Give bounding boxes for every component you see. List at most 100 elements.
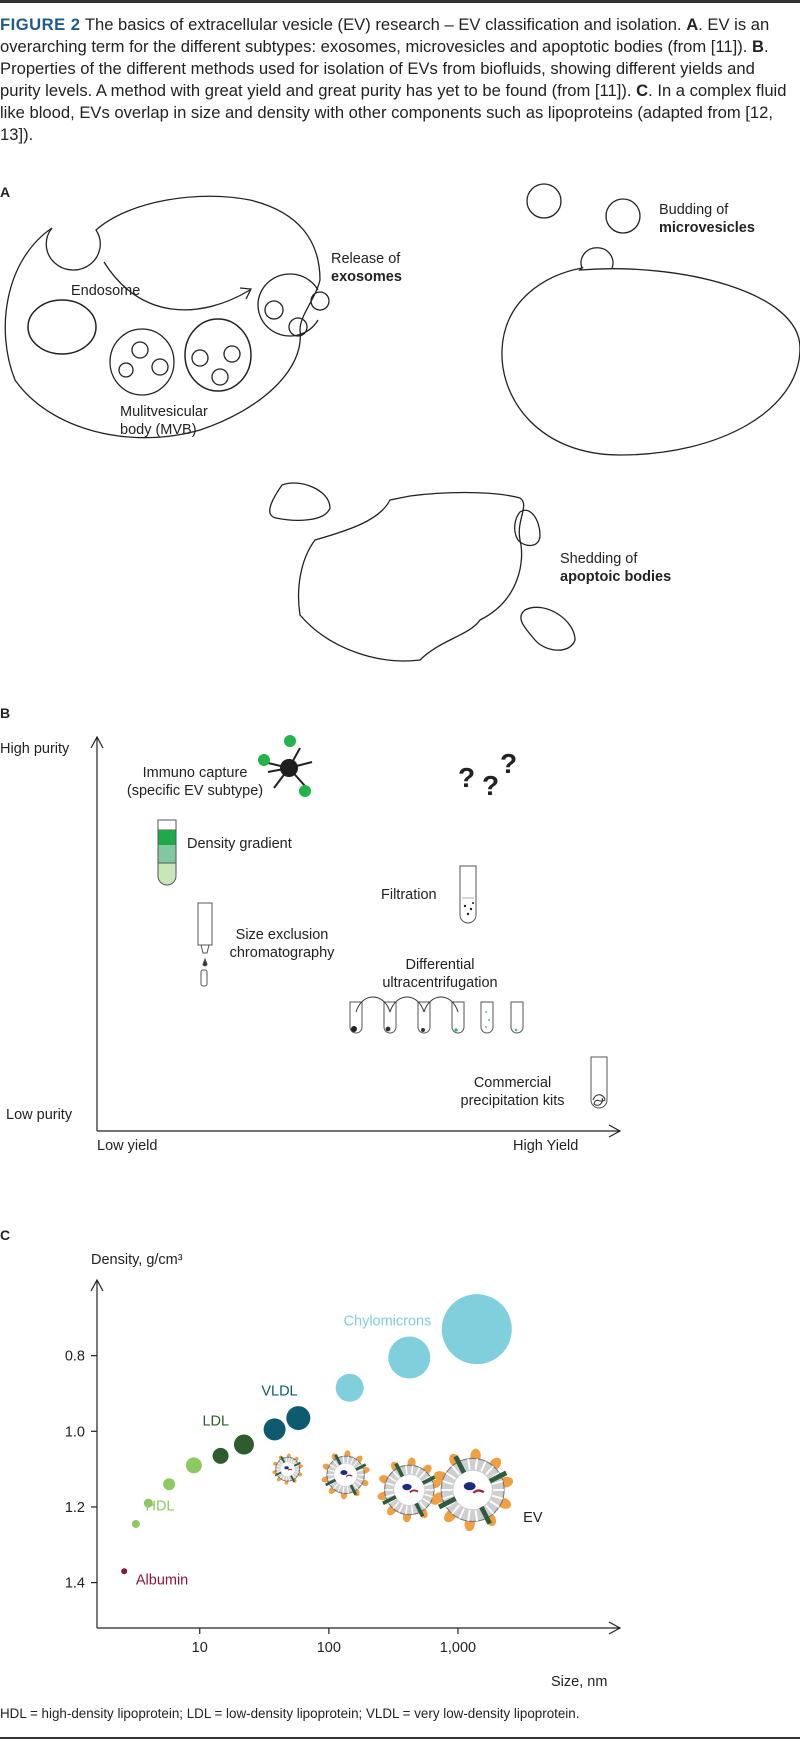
- x-tick-label: 1,000: [440, 1640, 476, 1656]
- ev-membrane-lipid: [415, 1467, 421, 1476]
- y-tick-label: 1.2: [65, 1500, 85, 1516]
- series-label-vldl: VLDL: [261, 1383, 297, 1399]
- ev-membrane-lipid: [357, 1477, 364, 1481]
- ev-membrane-lipid: [491, 1480, 504, 1486]
- sec-label-line1: Size exclusion: [235, 927, 329, 943]
- ev-membrane-lipid: [346, 1456, 349, 1463]
- panel-a-letter: A: [0, 184, 11, 200]
- ev-membrane-lipid: [467, 1509, 471, 1522]
- ev-membrane-lipid: [288, 1476, 290, 1481]
- ev-membrane-lipid: [458, 1508, 466, 1519]
- ev-rna: [287, 1468, 293, 1471]
- figure-caption: FIGURE 2 The basics of extracellular ves…: [0, 14, 798, 146]
- ev-transmembrane-protein: [325, 1478, 337, 1487]
- ev-transmembrane-protein: [280, 1455, 286, 1464]
- ev-transmembrane-protein: [453, 1455, 467, 1475]
- ev-membrane-lipid: [424, 1493, 434, 1498]
- ev-membrane-lipid: [410, 1465, 414, 1475]
- x-axis-arrow: [608, 1621, 622, 1635]
- y-axis-arrow: [90, 1278, 104, 1292]
- ev-transmembrane-protein: [293, 1461, 301, 1467]
- ev-transmembrane-protein: [354, 1463, 367, 1472]
- ev-membrane-lipid: [480, 1460, 487, 1472]
- ev-membrane-lipid: [279, 1474, 283, 1479]
- caption-b-letter: B: [752, 37, 764, 56]
- chart-point-hdl: [131, 1519, 140, 1528]
- ev-membrane-lipid: [485, 1465, 494, 1476]
- ev-membrane-lipid: [353, 1460, 359, 1467]
- ev-membrane-lipid: [422, 1497, 431, 1504]
- ev-membrane-lipid: [398, 1504, 404, 1513]
- commercial-kits-label-line2: precipitation kits: [460, 1093, 565, 1109]
- filtration-tube: [459, 865, 477, 924]
- footnote: HDL = high-density lipoprotein; LDL = lo…: [0, 1706, 580, 1721]
- fusing-mvb: [257, 273, 319, 337]
- ultracentrifugation-tubes: [349, 996, 524, 1034]
- microvesicle: [605, 198, 641, 234]
- release-label-line1: Release of: [331, 251, 401, 267]
- budding-label-line1: Budding of: [659, 202, 729, 218]
- question-mark: ?: [500, 748, 518, 779]
- ev-membrane-lipid: [491, 1494, 504, 1500]
- ev-membrane-lipid: [357, 1469, 364, 1472]
- bud: [580, 247, 614, 269]
- ev-membrane-lipid: [385, 1482, 395, 1487]
- density-gradient-tube: [157, 819, 177, 886]
- low-purity-label: Low purity: [6, 1107, 73, 1123]
- ev-membrane-lipid: [294, 1470, 300, 1473]
- series-label-ev: EV: [523, 1510, 543, 1526]
- ev-lumen: [280, 1461, 295, 1477]
- ev-membrane-lipid: [276, 1470, 281, 1473]
- ev-membrane-lipid: [285, 1457, 287, 1462]
- ev-lumen: [453, 1470, 492, 1510]
- ev-membrane-lipid: [392, 1501, 400, 1510]
- ev-membrane-lipid: [333, 1460, 339, 1467]
- ev-membrane-lipid: [388, 1475, 397, 1482]
- ev-transmembrane-protein: [488, 1470, 508, 1484]
- ev-membrane-lipid: [327, 1469, 335, 1472]
- bottom-rule: [0, 1737, 800, 1739]
- immuno-capture-label-line1: Immuno capture: [142, 765, 248, 781]
- immuno-capture-icon: [258, 735, 313, 797]
- ev-membrane-lipid: [346, 1486, 349, 1494]
- mvb-label-line2: body (MVB): [120, 422, 197, 438]
- ev-rna: [345, 1474, 353, 1478]
- sec-label-line2: chromatography: [229, 945, 335, 961]
- ev-transmembrane-protein: [349, 1483, 358, 1496]
- ev-membrane-lipid: [292, 1474, 296, 1479]
- ev-membrane-lipid: [442, 1480, 454, 1486]
- ev-membrane-lipid: [276, 1465, 281, 1468]
- ev-transmembrane-protein: [290, 1474, 295, 1483]
- ev-transmembrane-protein: [334, 1454, 342, 1466]
- series-label-albumin: Albumin: [136, 1573, 188, 1589]
- ev-lumen: [394, 1474, 425, 1506]
- budding-cell: [501, 266, 800, 456]
- ev-transmembrane-protein: [421, 1474, 437, 1486]
- caption-a-letter: A: [686, 15, 699, 34]
- figure-label: FIGURE 2: [0, 15, 81, 34]
- diff-uc-label-line1: Differential: [405, 957, 475, 973]
- question-mark: ?: [482, 770, 500, 801]
- release-label-line2: exosomes: [331, 269, 402, 285]
- chart-point-vldl: [286, 1406, 311, 1431]
- mvb-label-line1: Mulitvesicular: [120, 404, 208, 420]
- ev-transmembrane-protein: [394, 1462, 405, 1478]
- trafficking-arrow: [103, 261, 251, 311]
- ultracentrifugation-pellets: [351, 1011, 518, 1032]
- y-tick-label: 1.4: [65, 1576, 85, 1592]
- ev-membrane-lipid: [327, 1477, 335, 1481]
- chart-point-ldl: [233, 1434, 254, 1455]
- ev-transmembrane-protein: [382, 1494, 398, 1506]
- high-yield-label: High Yield: [513, 1138, 579, 1154]
- density-gradient-label: Density gradient: [187, 836, 292, 852]
- ev-membrane-lipid: [451, 1465, 461, 1476]
- panel-a-illustration: [4, 183, 800, 662]
- series-label-ldl: LDL: [202, 1414, 229, 1430]
- diff-uc-label-line2: ultracentrifugation: [382, 975, 498, 991]
- x-tick-label: 100: [317, 1640, 341, 1656]
- chart-point-vldl: [263, 1418, 286, 1441]
- top-rule: [0, 0, 800, 3]
- ev-membrane-lipid: [350, 1457, 354, 1465]
- ev-membrane-lipid: [277, 1462, 282, 1466]
